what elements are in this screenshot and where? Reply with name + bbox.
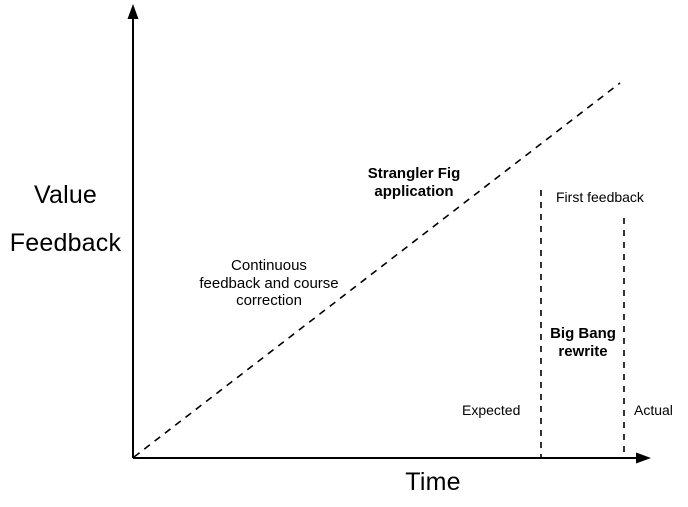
annotation-strangler-fig-application: Strangler Fig application (367, 165, 461, 200)
x-axis-arrowhead (636, 452, 651, 464)
strangler-fig-value-line (133, 82, 621, 458)
annotation-big-bang-rewrite: Big Bang rewrite (550, 325, 616, 360)
y-axis-title-value: Value (33, 181, 98, 209)
label-actual: Actual (634, 402, 673, 418)
x-axis-title-time: Time (405, 468, 461, 496)
y-axis-title-feedback: Feedback (9, 229, 122, 257)
label-expected: Expected (462, 402, 521, 418)
label-first-feedback: First feedback (556, 189, 644, 205)
annotation-continuous-feedback: Continuous feedback and course correctio… (199, 257, 339, 310)
y-axis-arrowhead (127, 4, 139, 19)
